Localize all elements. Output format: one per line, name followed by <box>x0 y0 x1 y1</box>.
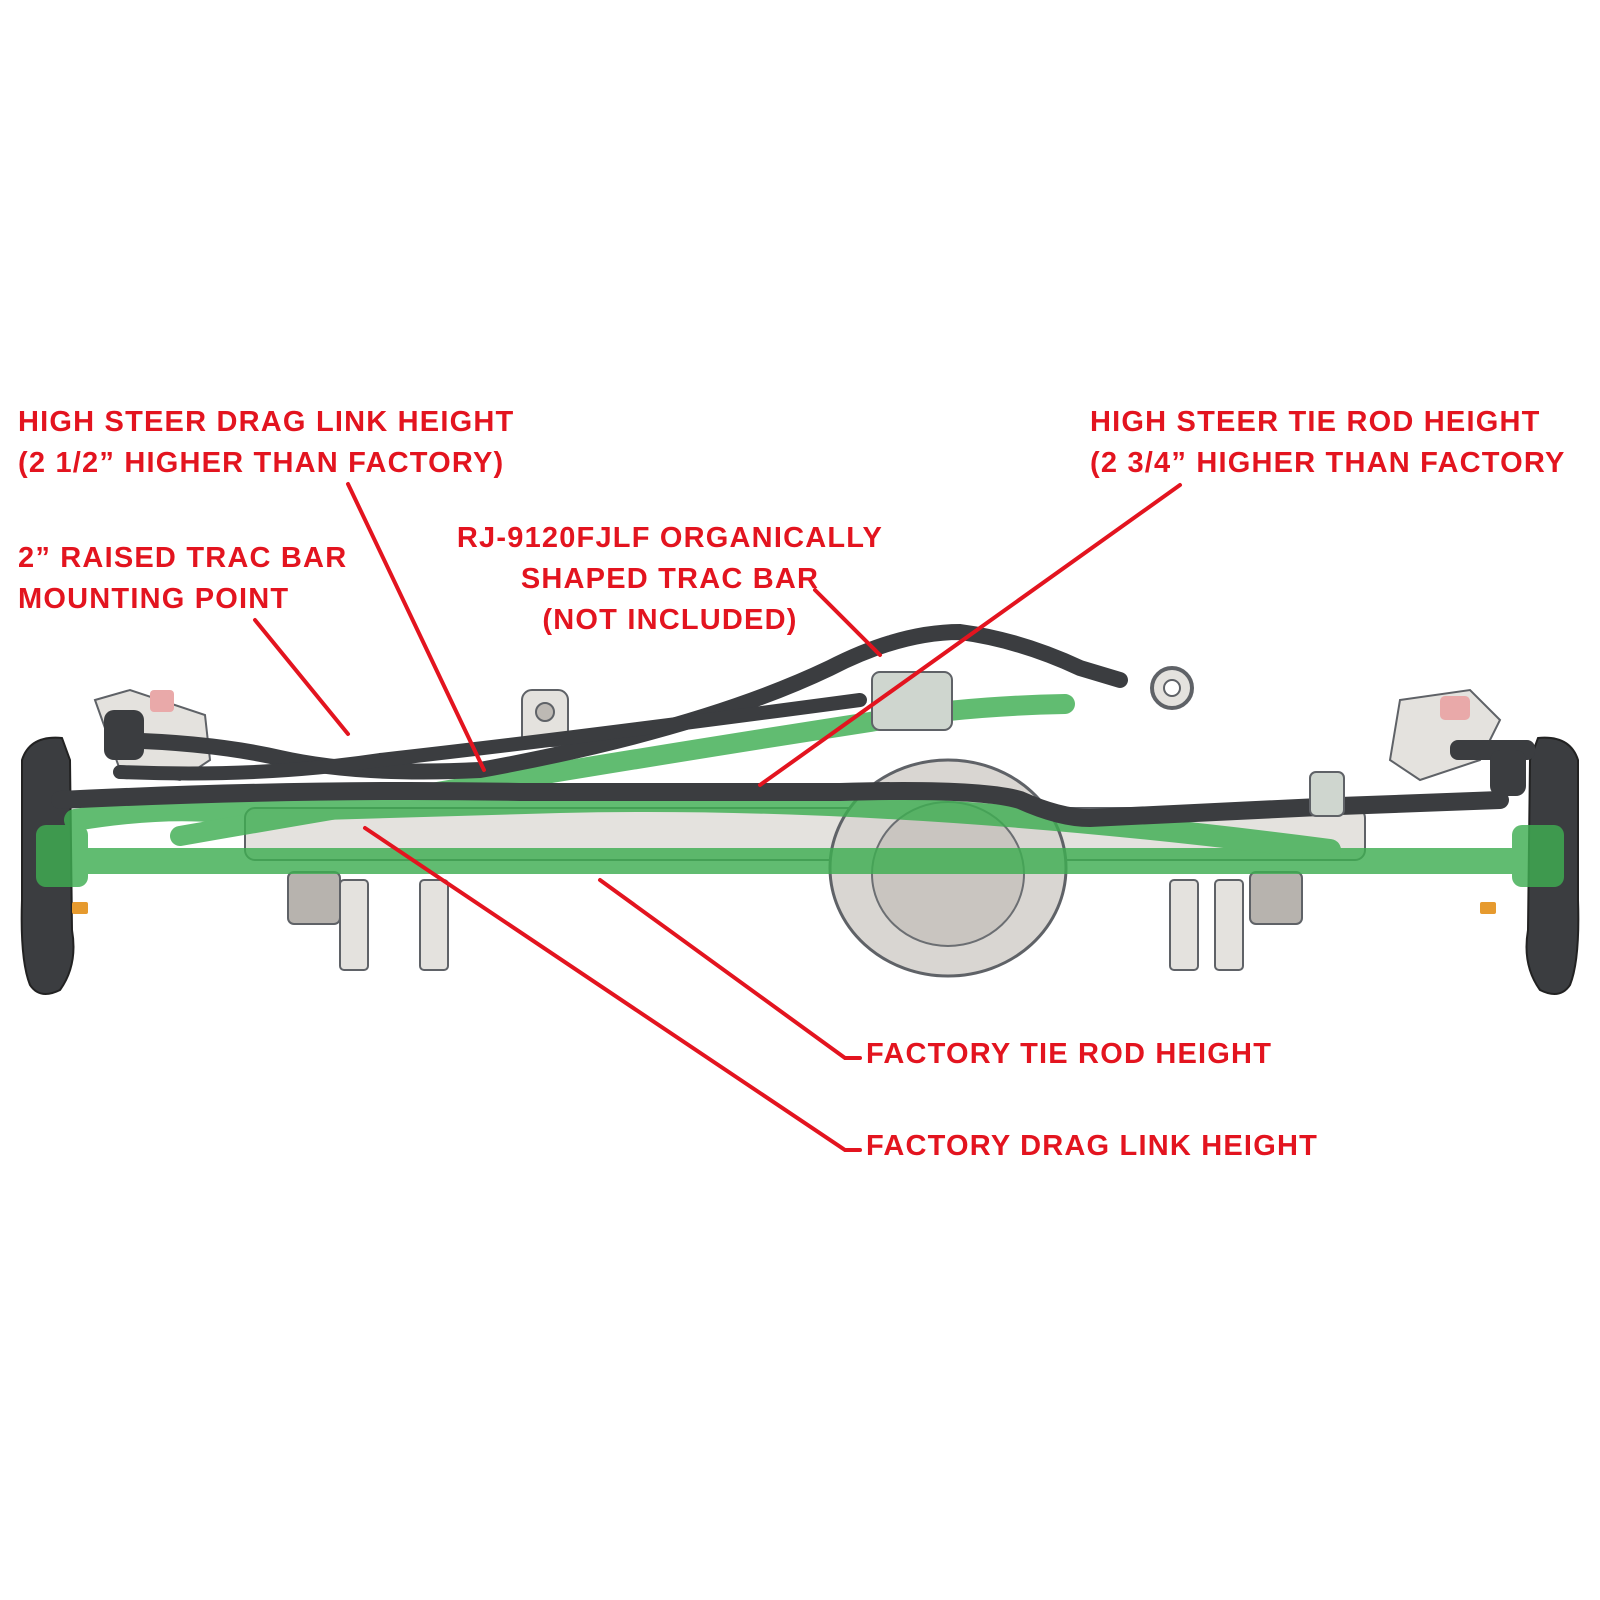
left-tie-rod-end <box>104 710 144 760</box>
right-bolt <box>1480 902 1496 914</box>
left-knuckle-tab <box>150 690 174 712</box>
label-line: 2” RAISED TRAC BAR <box>18 542 348 574</box>
label-line: MOUNTING POINT <box>18 583 290 615</box>
leader-drag-link-factory <box>363 826 862 1152</box>
leader-drag-link-high <box>346 482 486 772</box>
drag-link-clamp <box>871 671 953 731</box>
high-steer-tie-rod <box>51 782 1509 828</box>
right-tie-rod-end <box>1490 750 1526 796</box>
left-factory-end <box>36 825 88 887</box>
label-line: HIGH STEER DRAG LINK HEIGHT <box>18 406 515 438</box>
right-coil-mount <box>1249 871 1303 925</box>
label-high-steer-drag-link: HIGH STEER DRAG LINK HEIGHT (2 1/2” HIGH… <box>18 402 514 484</box>
label-factory-tie-rod: FACTORY TIE ROD HEIGHT <box>866 1034 1272 1075</box>
trac-bar-heim-joint-hole <box>1163 679 1181 697</box>
factory-drag-link <box>64 790 1341 861</box>
label-line: FACTORY DRAG LINK HEIGHT <box>866 1130 1319 1162</box>
right-factory-end <box>1512 825 1564 887</box>
factory-tie-rod <box>60 848 1540 874</box>
left-link-bracket <box>339 879 369 971</box>
label-line: HIGH STEER TIE ROD HEIGHT <box>1090 406 1541 438</box>
factory-trac-bar <box>170 694 1075 846</box>
label-factory-drag-link: FACTORY DRAG LINK HEIGHT <box>866 1126 1318 1167</box>
label-line: FACTORY TIE ROD HEIGHT <box>866 1038 1273 1070</box>
label-high-steer-tie-rod: HIGH STEER TIE ROD HEIGHT (2 3/4” HIGHER… <box>1090 402 1566 484</box>
label-line: (2 3/4” HIGHER THAN FACTORY <box>1090 447 1566 479</box>
trac-bar-bracket-bolt <box>535 702 555 722</box>
right-link-bracket <box>1169 879 1199 971</box>
label-line: SHAPED TRAC BAR <box>520 563 820 595</box>
organically-shaped-trac-bar <box>113 693 867 781</box>
label-trac-bar: RJ-9120FJLF ORGANICALLY SHAPED TRAC BAR … <box>450 518 890 641</box>
right-link-bracket-2 <box>1214 879 1244 971</box>
leader-trac-bar <box>813 588 882 657</box>
left-bolt <box>72 902 88 914</box>
left-link-bracket-2 <box>419 879 449 971</box>
leader-tie-rod-high <box>758 483 1182 787</box>
tie-rod-clamp <box>1309 771 1345 817</box>
label-raised-trac-bar-mount: 2” RAISED TRAC BAR MOUNTING POINT <box>18 538 347 620</box>
leader-trac-bar-mount <box>253 618 350 736</box>
label-line: (NOT INCLUDED) <box>542 604 798 636</box>
right-knuckle-tab <box>1440 696 1470 720</box>
label-line: RJ-9120FJLF ORGANICALLY <box>456 522 884 554</box>
leader-tie-rod-factory <box>598 878 862 1060</box>
label-line: (2 1/2” HIGHER THAN FACTORY) <box>18 447 505 479</box>
left-coil-mount <box>287 871 341 925</box>
